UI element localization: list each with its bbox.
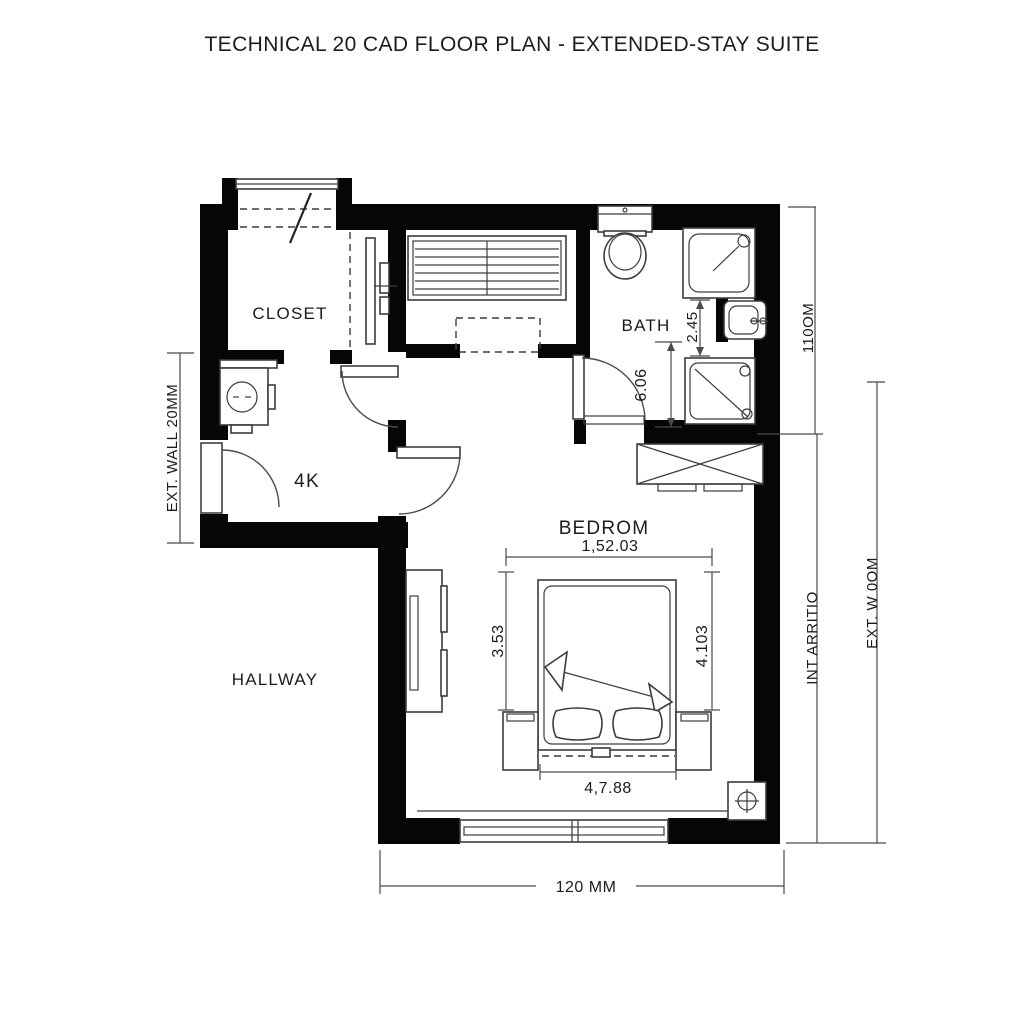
room-label-entry: 4K [294,471,320,492]
room-label-hallway: HALLWAY [232,670,319,689]
dim-right-upper-label: 110OM [800,303,817,354]
closet-door [340,365,399,428]
showerhead-icon [737,234,751,248]
bed [502,579,712,771]
nightstand-left [502,711,539,771]
drawing-title: TECHNICAL 20 CAD FLOOR PLAN - EXTENDED-S… [204,33,820,56]
dim-right-outer: EXT. W 0OM [786,381,886,844]
dim-right-outer-label: EXT. W 0OM [864,557,881,649]
room-label-bedroom: BEDROM [559,518,650,539]
dim-bottom-overall-label: 120 MM [556,879,617,896]
dim-bath-height: 6.06 [633,341,682,428]
dim-right-inner-label: INT ARRITIO [804,591,821,685]
dim-right-inner: INT ARRITIO [804,434,821,843]
entry-door-leaf [200,442,223,514]
window [417,810,754,843]
dim-bath-gap-label: 2.45 [684,311,701,342]
dim-bottom-overall: 120 MM [379,850,785,896]
drain-icon [741,408,753,420]
dim-bath-gap: 2.45 [684,299,710,357]
dim-bed-right-label: 4.103 [694,625,711,668]
dim-bed-left-label: 3.53 [490,624,507,657]
sink [723,300,768,340]
cased-opening-dashed [455,317,541,353]
shower-lower [684,357,756,425]
nightstand-right [675,711,712,771]
dim-bed-top-label: 1,52.03 [582,538,639,555]
dim-left-wall: EXT. WALL 20MM [164,352,194,544]
bath-door-threshold [583,415,645,425]
washer-unit [219,359,278,434]
dim-bed-bottom: 4,7.88 [539,764,677,797]
closet-shelf [365,237,376,345]
bedroom-door-swing [398,452,461,515]
room-label-bath: BATH [622,316,671,335]
console-table [405,569,448,713]
washer-drum-icon [226,381,258,413]
shower-upper [682,227,756,299]
closet-niche [235,178,339,244]
pillow-right [612,707,663,741]
bath-door-swing [581,357,646,421]
closet-interior [349,232,397,350]
dim-left-wall-label: EXT. WALL 20MM [164,384,181,512]
bath-door [572,354,646,425]
closet-door-leaf [340,365,399,378]
room-label-closet: CLOSET [252,304,327,323]
dim-bed-top: 1,52.03 [505,538,713,566]
dim-right-upper: 110OM [757,206,823,435]
closet-door-swing [341,370,399,428]
survey-marker [727,781,767,821]
pillow-left [552,707,603,741]
bedroom-door-leaf [396,446,461,459]
dim-bath-height-label: 6.06 [633,368,650,401]
bath-door-leaf [572,354,585,420]
rod-slash-symbol [288,192,313,244]
toilet [597,205,653,280]
dim-bed-bottom-label: 4,7.88 [584,780,631,797]
entry-door-swing [221,449,280,508]
entry-door [200,442,280,514]
dresser-crossed [636,443,764,492]
faucet-icon [750,317,758,325]
louver-wardrobe [407,235,567,353]
dim-bed-right: 4.103 [694,571,720,711]
dim-bed-left: 3.53 [490,571,514,711]
bedroom-door [396,446,461,515]
